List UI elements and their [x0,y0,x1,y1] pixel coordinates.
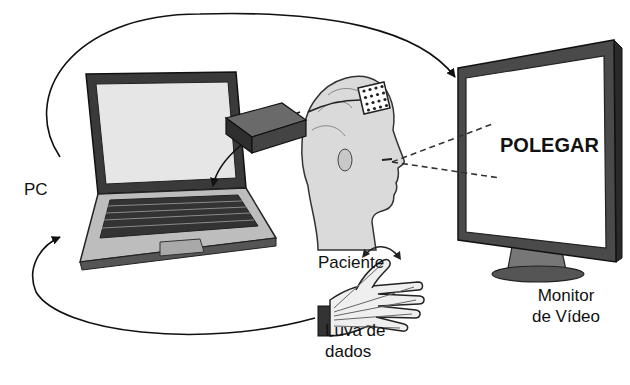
sight-line [392,123,500,178]
signal-arrow [47,14,455,157]
device-label: Monitor de Vídeo [528,285,604,327]
screen-word: POLEGAR [500,133,599,157]
amplifier-box [226,103,306,153]
signal-arrow [33,237,315,334]
head-drawing [302,76,405,250]
patient-node: Paciente [300,72,408,272]
device-label: Luva de dados [325,320,389,362]
monitor-node: POLEGAR Monitor de Vídeo [455,55,622,335]
monitor-drawing [458,40,622,282]
patient-label: Paciente [318,252,384,273]
glove-node: Luva de dados [315,250,425,370]
device-label: PC [24,179,48,200]
laptop-drawing [80,72,276,270]
laptop-node: PC [60,72,275,267]
